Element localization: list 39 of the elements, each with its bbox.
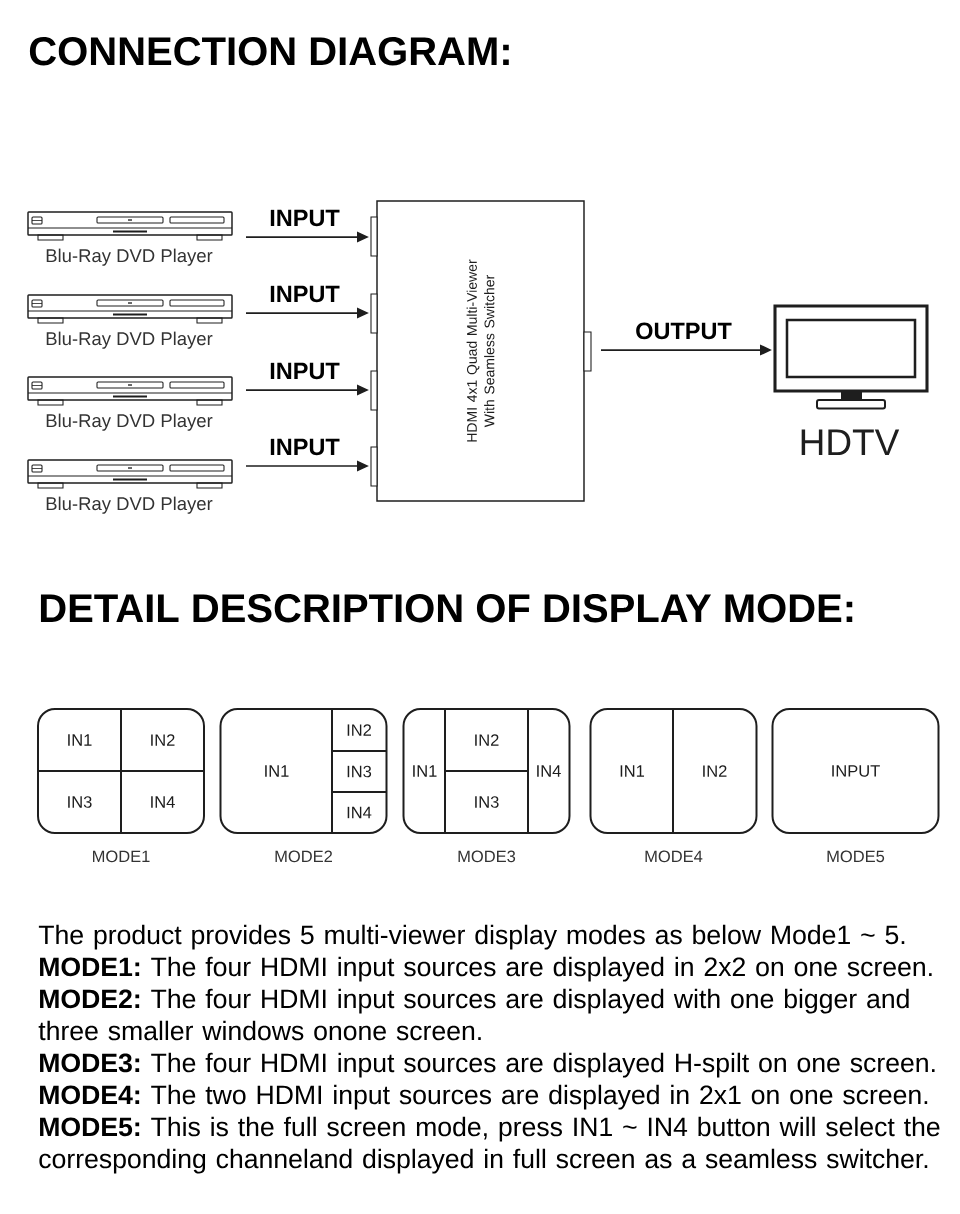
description-text: MODE4: The two HDMI input sources are displayed in 2x1 on one screen. bbox=[40, 1084, 928, 1110]
input-label: IN1 bbox=[68, 734, 92, 746]
input-label: IN4 bbox=[347, 806, 372, 819]
description-text: The product provides 5 multi-viewer display modes as below Mode1 ~ 5. bbox=[38, 924, 905, 950]
mode-caption: MODE1 bbox=[93, 850, 150, 863]
edge-label: INPUT bbox=[270, 285, 340, 303]
edge-label: INPUT bbox=[270, 209, 340, 227]
device-caption: Blu-Ray DVD Player bbox=[46, 413, 213, 431]
section-heading: DETAIL DESCRIPTION OF DISPLAY MODE: bbox=[40, 594, 853, 623]
input-label: IN3 bbox=[347, 765, 372, 778]
mode-caption: MODE2 bbox=[275, 850, 332, 863]
description-text: MODE2: The four HDMI input sources are displayed with one bigger and three smaller windows onone screen. bbox=[38, 988, 909, 1041]
input-label: IN2 bbox=[703, 765, 727, 777]
edge-label: OUTPUT bbox=[636, 322, 732, 340]
input-label: IN1 bbox=[620, 765, 644, 777]
mode-caption: MODE5 bbox=[827, 850, 885, 863]
device-label: HDMI 4x1 Quad Multi-Viewer With Seamless Switcher bbox=[466, 259, 495, 442]
mode-caption: MODE4 bbox=[645, 850, 703, 863]
edge-label: INPUT bbox=[270, 362, 340, 380]
input-label: IN1 bbox=[265, 765, 289, 777]
description-text: MODE1: The four HDMI input sources are displayed in 2x2 on one screen. bbox=[40, 956, 932, 982]
input-label: IN1 bbox=[413, 765, 437, 777]
edge-label: INPUT bbox=[270, 438, 340, 456]
input-label: IN2 bbox=[475, 734, 499, 746]
input-label: IN3 bbox=[475, 796, 499, 808]
description-text: MODE5: This is the full screen mode, press IN1 ~ IN4 button will select the corresponding channeland displayed in full screen as a seamless switcher. bbox=[39, 1116, 940, 1174]
description-text: MODE3: The four HDMI input sources are displayed H-spilt on one screen. bbox=[40, 1052, 935, 1078]
input-label: IN4 bbox=[151, 796, 175, 808]
title: CONNECTION DIAGRAM: bbox=[29, 37, 509, 66]
device-caption: HDTV bbox=[801, 429, 900, 455]
device-caption: Blu-Ray DVD Player bbox=[46, 248, 213, 266]
input-label: IN2 bbox=[151, 734, 175, 746]
device-caption: Blu-Ray DVD Player bbox=[46, 496, 213, 514]
input-label: IN4 bbox=[537, 765, 561, 777]
mode-caption: MODE3 bbox=[458, 850, 516, 863]
display-screen: INPUT bbox=[771, 708, 940, 834]
device-caption: Blu-Ray DVD Player bbox=[46, 331, 213, 349]
input-label: IN2 bbox=[347, 724, 371, 736]
input-label: IN3 bbox=[68, 796, 92, 808]
